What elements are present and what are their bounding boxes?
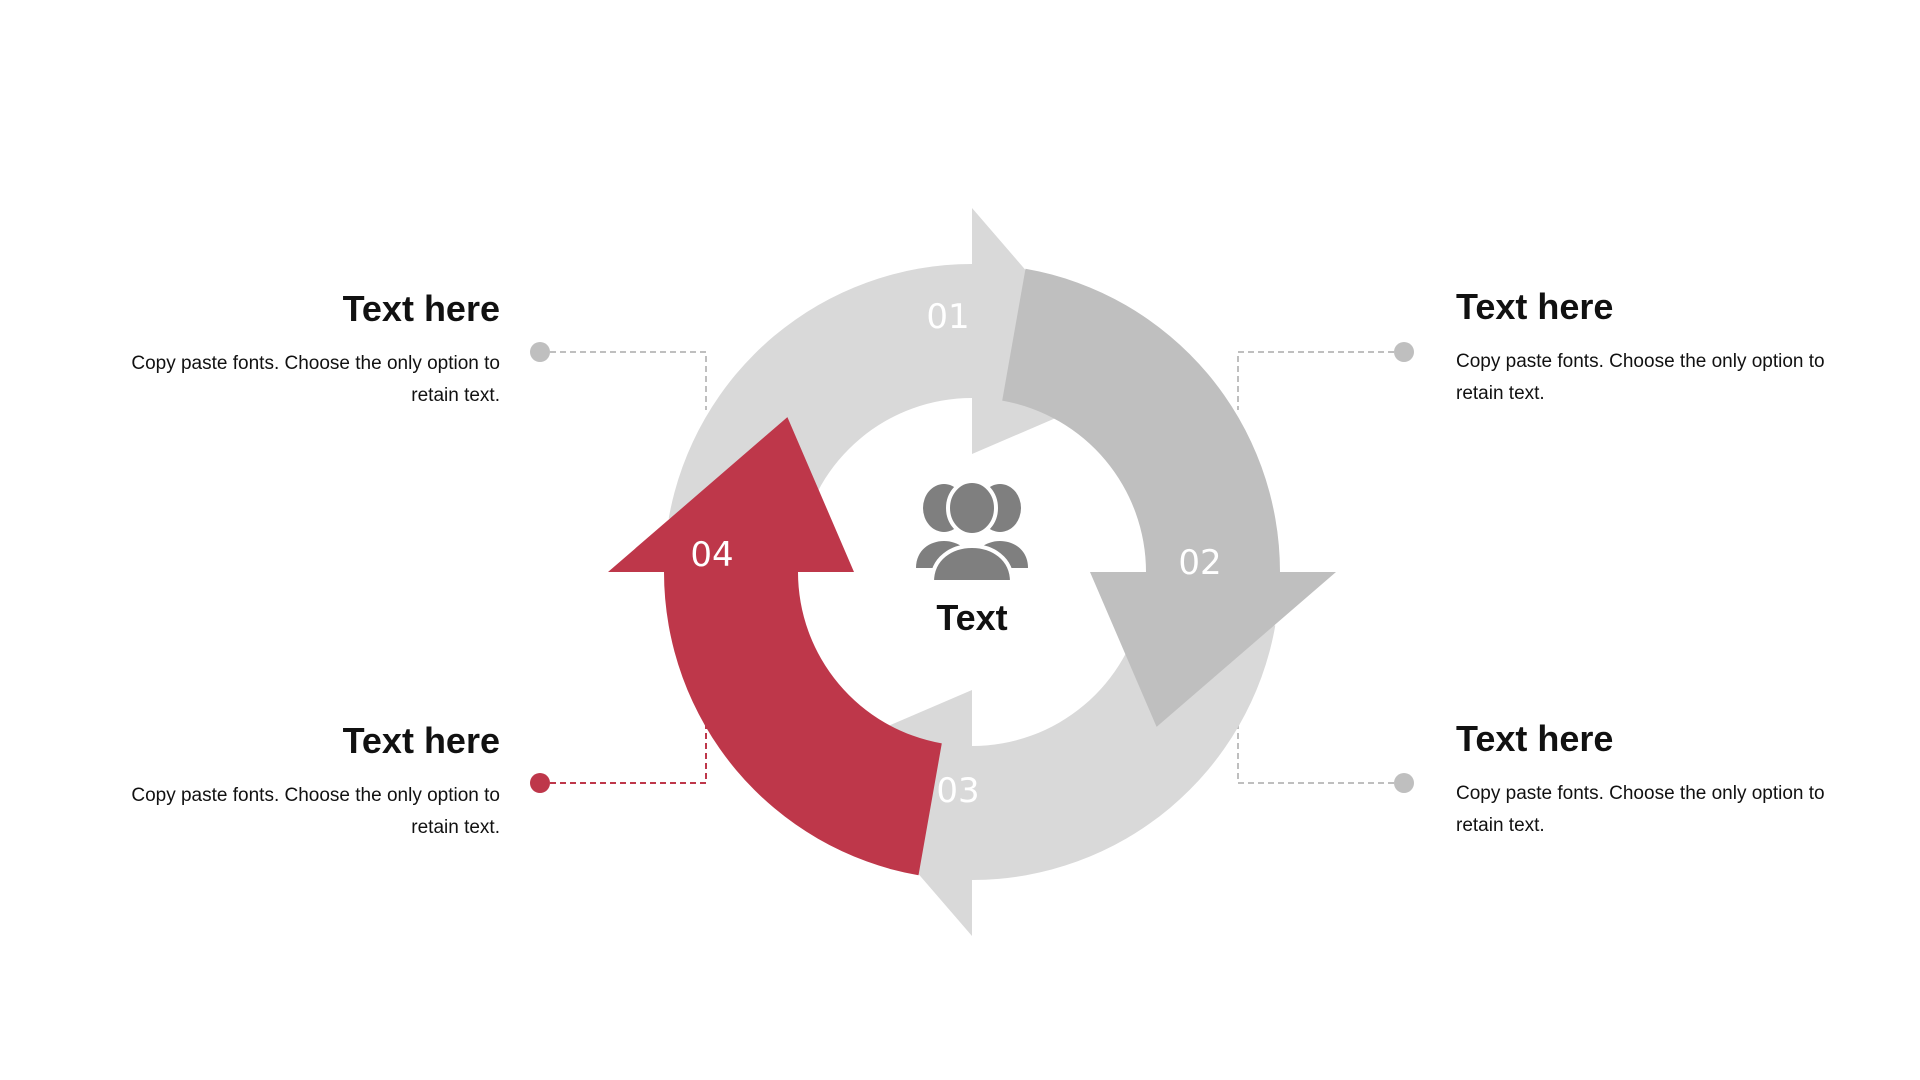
segment-number-01: 01 [926, 297, 969, 337]
dot-top-right [1394, 342, 1414, 362]
block-title: Text here [1456, 718, 1614, 759]
block-body: Copy paste fonts. Choose the only option… [1456, 783, 1825, 836]
text-block-bottom-left: Text here Copy paste fonts. Choose the o… [80, 720, 500, 844]
dot-bottom-left [530, 773, 550, 793]
text-block-bottom-right: Text here Copy paste fonts. Choose the o… [1456, 718, 1876, 842]
segment-number-04: 04 [690, 535, 733, 575]
connector-dots [530, 342, 1414, 793]
connector-bottom-right [1237, 725, 1404, 784]
cycle-arrow-02 [1002, 268, 1336, 727]
connector-bottom-left [540, 725, 707, 784]
segment-number-03: 03 [936, 771, 979, 811]
dot-bottom-right [1394, 773, 1414, 793]
block-body: Copy paste fonts. Choose the only option… [1456, 351, 1825, 404]
block-title: Text here [342, 288, 500, 329]
block-title: Text here [1456, 286, 1614, 327]
center-label: Text [936, 597, 1007, 638]
connectors [540, 351, 1404, 784]
block-body: Copy paste fonts. Choose the only option… [131, 353, 500, 406]
block-body: Copy paste fonts. Choose the only option… [131, 785, 500, 838]
text-block-top-left: Text here Copy paste fonts. Choose the o… [80, 288, 500, 412]
block-title: Text here [342, 720, 500, 761]
text-block-top-right: Text here Copy paste fonts. Choose the o… [1456, 286, 1876, 410]
cycle-arrows [608, 208, 1336, 936]
dot-top-left [530, 342, 550, 362]
segment-number-02: 02 [1178, 543, 1221, 583]
users-group-icon [916, 479, 1028, 584]
cycle-arrow-04 [608, 417, 942, 876]
connector-top-right [1237, 351, 1404, 410]
connector-top-left [540, 351, 707, 410]
